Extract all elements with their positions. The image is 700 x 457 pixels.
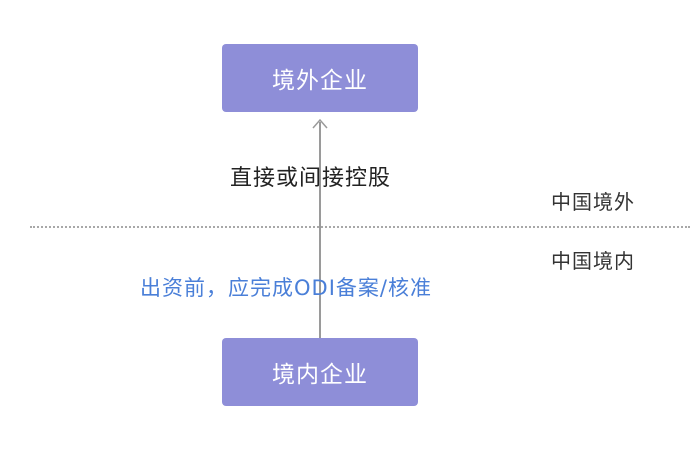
- arrow-head-icon: [312, 118, 328, 129]
- domestic-enterprise-label: 境内企业: [272, 362, 368, 388]
- control-arrow-line: [319, 122, 321, 338]
- foreign-enterprise-node: 境外企业: [222, 44, 418, 112]
- control-relation-label: 直接或间接控股: [230, 166, 392, 191]
- region-outside-label: 中国境外: [551, 190, 635, 214]
- region-inside-label: 中国境内: [551, 249, 635, 273]
- odi-filing-note: 出资前，应完成ODI备案/核准: [140, 276, 432, 300]
- border-divider-line: [30, 226, 690, 228]
- domestic-enterprise-node: 境内企业: [222, 338, 418, 406]
- foreign-enterprise-label: 境外企业: [272, 68, 368, 94]
